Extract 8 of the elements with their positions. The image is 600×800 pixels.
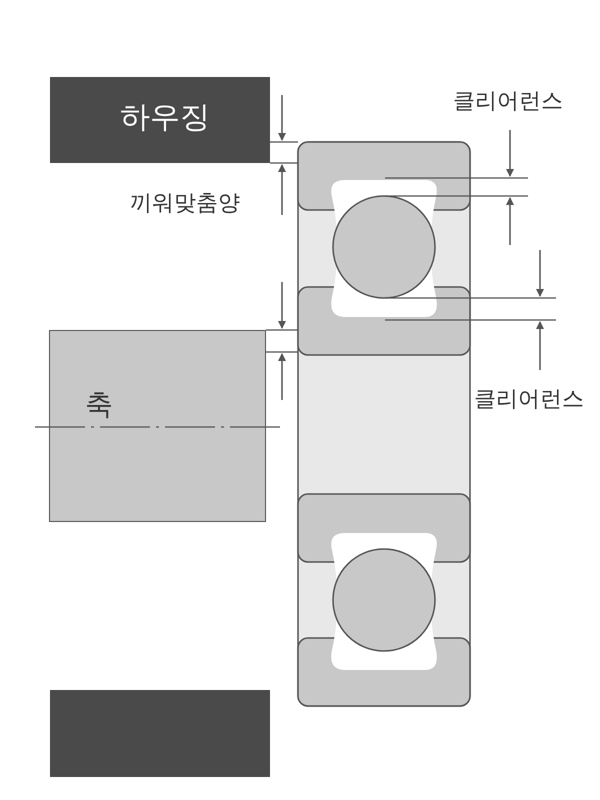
housing-label: 하우징 [120, 99, 210, 137]
housing-block [50, 77, 270, 163]
housing-block [50, 690, 270, 777]
clearance-label: 클리어런스 [474, 386, 584, 414]
fit-amount-label: 끼워맞춤양 [130, 190, 240, 218]
clearance-label: 클리어런스 [453, 88, 563, 116]
shaft-block [49, 330, 266, 522]
shaft-label: 축 [85, 387, 113, 423]
